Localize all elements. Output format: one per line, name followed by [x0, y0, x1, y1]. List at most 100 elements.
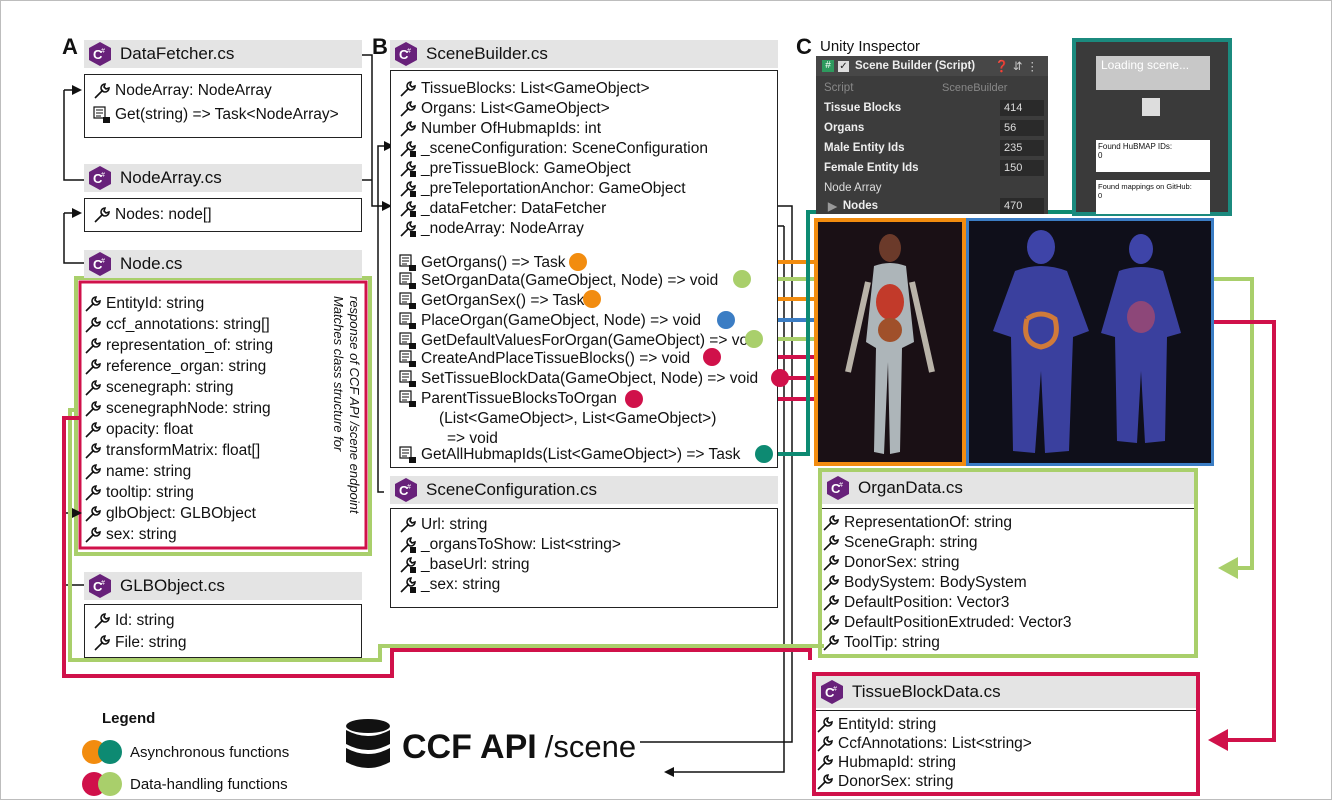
- organdata-title: OrganData.cs: [858, 478, 963, 497]
- private-method-icon: [399, 292, 416, 309]
- svg-text:C: C: [831, 481, 841, 496]
- nodearray-body: Nodes: node[]: [84, 198, 362, 232]
- enabled-checkbox[interactable]: ✓: [838, 60, 849, 72]
- teal-dot-icon: [98, 740, 122, 764]
- inspector-header-icons[interactable]: ❓⇵⋮: [994, 61, 1042, 73]
- expand-arrow-icon: ▶: [828, 201, 837, 213]
- inspector-row-value[interactable]: 150: [1000, 160, 1044, 176]
- svg-text:#: #: [101, 580, 105, 587]
- od-field: BodySystem: BodySystem: [844, 574, 1027, 591]
- node-field: name: string: [106, 463, 192, 480]
- sb-method-row: GetAllHubmapIds(List<GameObject>) => Tas…: [399, 445, 740, 465]
- tb-field: CcfAnnotations: List<string>: [838, 735, 1032, 752]
- wrench-icon: [85, 527, 101, 543]
- async-dot: [755, 445, 773, 463]
- api-bold-label: CCF API: [402, 727, 537, 766]
- private-wrench-icon: [400, 201, 416, 217]
- private-method-icon: [399, 390, 416, 407]
- sb-method-row: GetDefaultValuesForOrgan(GameObject) => …: [399, 331, 760, 351]
- inspector-header: # ✓ Scene Builder (Script) ❓⇵⋮: [816, 56, 1048, 76]
- sb-field: _sceneConfiguration: SceneConfiguration: [421, 140, 708, 157]
- wrench-icon: [85, 422, 101, 438]
- legend-async-row: Asynchronous functions: [82, 740, 289, 764]
- svg-text:C: C: [399, 483, 409, 498]
- node-field-row: ccf_annotations: string[]: [84, 315, 270, 335]
- private-wrench-icon: [400, 221, 416, 237]
- node-field-row: sex: string: [84, 525, 177, 545]
- tb-field: DonorSex: string: [838, 773, 954, 790]
- wrench-icon: [400, 517, 416, 533]
- scenebuilder-header: C# SceneBuilder.cs: [390, 40, 778, 68]
- private-method-icon: [399, 370, 416, 387]
- wrench-icon: [817, 755, 833, 771]
- unity-inspector: # ✓ Scene Builder (Script) ❓⇵⋮ Script Sc…: [816, 56, 1048, 214]
- od-field: DefaultPosition: Vector3: [844, 594, 1010, 611]
- private-method-icon: [93, 106, 110, 123]
- tissueblock-header: C# TissueBlockData.cs: [816, 676, 1196, 708]
- node-field-row: tooltip: string: [84, 483, 194, 503]
- sb-field: _preTeleportationAnchor: GameObject: [421, 180, 686, 197]
- private-wrench-icon: [400, 537, 416, 553]
- data-dot: [703, 348, 721, 366]
- panel-label-a: A: [62, 34, 78, 59]
- node-field: sex: string: [106, 526, 177, 543]
- sb-method-cont: (List<GameObject>, List<GameObject>): [439, 410, 717, 427]
- legend-async-label: Asynchronous functions: [130, 743, 290, 761]
- sb-field: _dataFetcher: DataFetcher: [421, 200, 607, 217]
- legend-title: Legend: [102, 710, 156, 727]
- private-wrench-icon: [400, 181, 416, 197]
- loading-text: Loading scene...: [1096, 56, 1210, 90]
- svg-text:C: C: [93, 47, 103, 62]
- datafetcher-header: C# DataFetcher.cs: [84, 40, 362, 68]
- sb-field-row: _preTeleportationAnchor: GameObject: [399, 179, 686, 199]
- nodearray-field: Nodes: node[]: [115, 206, 212, 223]
- svg-text:#: #: [833, 686, 837, 693]
- od-field: DefaultPositionExtruded: Vector3: [844, 614, 1072, 631]
- tb-field-row: CcfAnnotations: List<string>: [816, 734, 1032, 754]
- wrench-icon: [85, 338, 101, 354]
- sc-field: _baseUrl: string: [421, 556, 530, 573]
- inspector-nodes-value[interactable]: 470: [1000, 198, 1044, 214]
- inspector-row-value[interactable]: 235: [1000, 140, 1044, 156]
- inspector-row-value[interactable]: 414: [1000, 100, 1044, 116]
- inspector-nodes-label[interactable]: ▶Nodes: [828, 198, 878, 214]
- data-dot: [733, 270, 751, 288]
- wrench-icon: [85, 317, 101, 333]
- csharp-icon: C#: [818, 679, 846, 705]
- node-body: EntityId: string ccf_annotations: string…: [84, 286, 314, 546]
- private-method-icon: [399, 254, 416, 271]
- datafetcher-body: NodeArray: NodeArray Get(string) => Task…: [84, 74, 362, 138]
- node-field-row: glbObject: GLBObject: [84, 504, 256, 524]
- inspector-row-value[interactable]: 56: [1000, 120, 1044, 136]
- data-dot: [625, 390, 643, 408]
- node-field: scenegraphNode: string: [106, 400, 271, 417]
- sc-field-row: Url: string: [399, 515, 487, 535]
- loading-cube-icon: [1142, 98, 1160, 116]
- sc-field-row: _sex: string: [399, 575, 500, 595]
- inspector-header-title: Scene Builder (Script): [855, 60, 976, 72]
- private-wrench-icon: [400, 577, 416, 593]
- svg-text:#: #: [101, 172, 105, 179]
- sc-field-row: _baseUrl: string: [399, 555, 530, 575]
- svg-text:C: C: [93, 171, 103, 186]
- glb-field-row: Id: string: [93, 611, 174, 631]
- node-side-note: Matches class structure for response of …: [316, 286, 364, 548]
- inspector-row-label: Organs: [824, 122, 865, 134]
- private-wrench-icon: [400, 141, 416, 157]
- sb-method-row: ParentTissueBlocksToOrgan: [399, 389, 617, 409]
- node-field: transformMatrix: float[]: [106, 442, 261, 459]
- sb-method: SetTissueBlockData(GameObject, Node) => …: [421, 370, 759, 387]
- od-field-row: SceneGraph: string: [822, 533, 978, 553]
- body-render: [966, 218, 1214, 466]
- private-method-icon: [399, 332, 416, 349]
- datafetcher-field: NodeArray: NodeArray: [115, 82, 272, 99]
- datafetcher-method-row: Get(string) => Task<NodeArray>: [93, 105, 339, 125]
- skeleton-figure: [845, 234, 935, 454]
- sb-method: ParentTissueBlocksToOrgan: [421, 390, 617, 407]
- found-mappings-label: Found mappings on GitHub:: [1098, 182, 1192, 191]
- tissueblock-title: TissueBlockData.cs: [852, 682, 1001, 701]
- datafetcher-title: DataFetcher.cs: [120, 44, 235, 63]
- datafetcher-field-row: NodeArray: NodeArray: [93, 81, 272, 101]
- wrench-icon: [85, 401, 101, 417]
- node-field: opacity: float: [106, 421, 194, 438]
